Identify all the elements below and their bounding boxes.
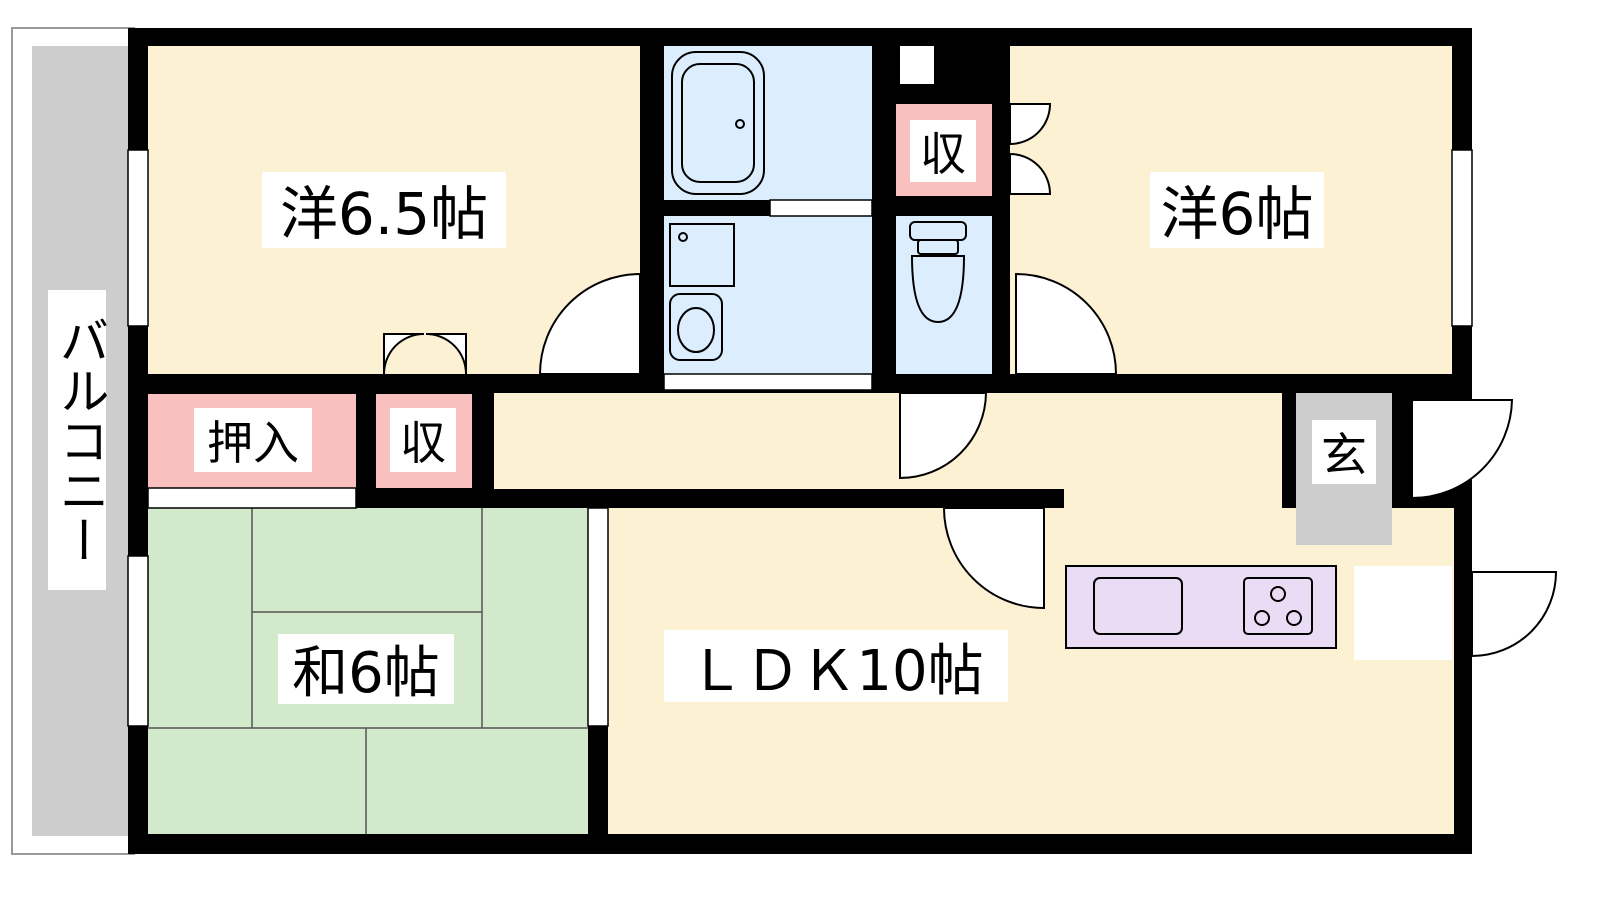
room-label-ldk: ＬＤＫ10帖 <box>688 639 983 704</box>
room-label-storage-b: 収 <box>920 127 966 181</box>
label-bg-japanese <box>278 634 454 704</box>
door-closet-b-top <box>1009 103 1052 146</box>
door-toilet <box>899 392 988 480</box>
room-label-oshiire: 押入 <box>207 416 299 470</box>
label-bg-oshiire <box>194 408 312 472</box>
doors <box>383 103 1558 658</box>
room-label-storage-a: 収 <box>400 416 446 470</box>
shaft <box>900 46 934 84</box>
kitchen-counter <box>1065 565 1337 649</box>
room-label-western-a: 洋6.5帖 <box>280 180 488 248</box>
toilet-floor <box>896 216 992 374</box>
room-label-japanese: 和6帖 <box>292 641 440 706</box>
hallway-floor <box>494 393 1282 489</box>
door-entrance <box>1411 399 1514 500</box>
label-bg-entrance <box>1312 420 1376 484</box>
door-utility <box>1471 571 1558 658</box>
room-label-western-b: 洋6帖 <box>1161 180 1314 248</box>
balcony <box>11 27 135 855</box>
bathtub-icon <box>671 51 765 195</box>
utility-space <box>1354 566 1452 660</box>
label-bg-storage-a <box>390 408 456 472</box>
windows <box>127 149 1473 727</box>
room-label-entrance: 玄 <box>1321 428 1367 482</box>
door-closet-b-bottom <box>1009 152 1052 195</box>
door-western-b <box>1015 272 1118 375</box>
sink-icon <box>1093 577 1183 635</box>
label-bg-storage-b <box>910 120 976 182</box>
label-bg-western-a <box>262 172 506 248</box>
door-western-a <box>538 272 641 375</box>
stove-icon <box>1243 577 1313 635</box>
washbasin-icon <box>669 223 735 361</box>
balcony-label-bg <box>48 290 106 590</box>
bathroom-floor <box>664 46 872 200</box>
door-closet-a-left <box>383 333 425 375</box>
door-closet-a-right <box>425 333 467 375</box>
door-ldk <box>942 507 1045 610</box>
toilet-icon <box>909 221 967 324</box>
label-bg-western-b <box>1150 172 1324 248</box>
room-label-balcony: バルコニー <box>52 315 110 565</box>
label-bg-ldk <box>664 630 1008 702</box>
